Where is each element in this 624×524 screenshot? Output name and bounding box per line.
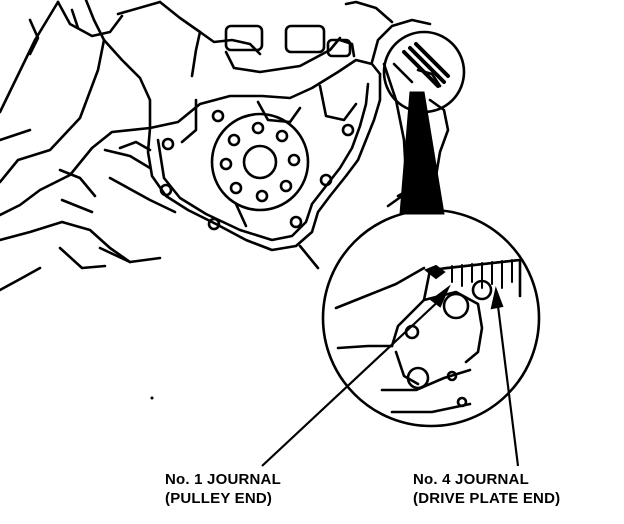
stray-mark [150, 396, 154, 400]
label-journal-1-line1: No. 1 JOURNAL [165, 471, 281, 488]
label-journal-4-line2: (DRIVE PLATE END) [413, 490, 561, 507]
label-journal-4-line1: No. 4 JOURNAL [413, 471, 529, 488]
top-mounting-lugs [190, 0, 394, 78]
cap-marking-circle [382, 30, 466, 114]
label-journal-1-line2: (PULLEY END) [165, 490, 273, 507]
magnified-detail [321, 208, 541, 428]
magnify-pointer [399, 91, 445, 215]
engine-block-outline [0, 0, 202, 292]
leader-lines [261, 284, 520, 467]
crankshaft-pulley [210, 112, 310, 212]
label-journal-4: No. 4 JOURNAL (DRIVE PLATE END) [413, 470, 560, 508]
oil-pump-housing [98, 58, 382, 264]
housing-bolts [159, 109, 355, 231]
journal-scale-marks [424, 259, 519, 289]
label-journal-1: No. 1 JOURNAL (PULLEY END) [165, 470, 281, 508]
